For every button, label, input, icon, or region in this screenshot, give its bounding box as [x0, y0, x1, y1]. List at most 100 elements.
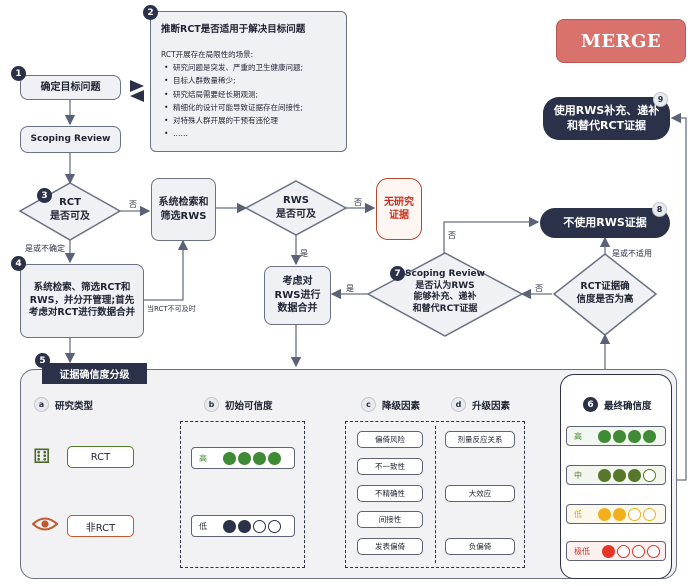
step-9-badge: 9 [653, 92, 668, 107]
use-rws-label: 使用RWS补充、递补和替代RCT证据 [553, 103, 660, 132]
negative-bias-box: 负偏倚 [445, 538, 515, 555]
initial-low-label: 低 [199, 521, 207, 531]
rct-applicability-title: 推断RCT是否适用于解决目标问题 [161, 24, 306, 35]
step-9-number: 9 [657, 95, 664, 104]
scoping-review-label: Scoping Review [30, 134, 111, 145]
initial-high-label: 高 [199, 453, 207, 463]
filled-circle-icon [598, 468, 611, 482]
publication-bias-box: 发表偏倚 [357, 538, 423, 555]
rct-certainty-question: RCT证据确 信度是否为高 [565, 281, 645, 307]
edge-label-rct-no: 否 [129, 200, 137, 209]
upgrade-heading: d 升级因素 [451, 397, 510, 412]
imprecision-label: 不精确性 [375, 489, 405, 498]
final-certainty-heading: 6 最终确信度 [583, 397, 652, 412]
step-8-number: 8 [656, 205, 663, 214]
final-moderate-rating: 中 [566, 465, 666, 485]
empty-circle-icon [632, 544, 645, 558]
risk-of-bias-box: 偏倚风险 [357, 431, 423, 448]
dose-response-label: 剂量反应关系 [457, 435, 503, 444]
rct-certainty-line1: RCT证据确 [580, 281, 630, 292]
indirectness-box: 间接性 [357, 511, 423, 528]
rct-certainty-line2: 信度是否为高 [576, 293, 634, 305]
rws-complement-question: Scoping Review 是否认为RWS 能够补充、递补 和替代RCT证据 [398, 269, 492, 316]
rws-accessible-line1: RWS [283, 195, 309, 206]
step-2-badge: 2 [143, 5, 158, 20]
non-rct-type-box: 非RCT [67, 515, 134, 537]
eye-icon [32, 517, 58, 531]
empty-circle-icon [643, 468, 656, 482]
rws-complement-line1: Scoping Review [405, 269, 485, 279]
list-item: …… [164, 127, 338, 141]
initial-confidence-heading: b 初始可信度 [204, 397, 273, 412]
rct-type-label: RCT [90, 451, 111, 463]
rct-accessible-line2: 是否可及 [50, 210, 90, 222]
rct-type-box: RCT [67, 446, 134, 468]
filled-circle-icon [268, 451, 281, 465]
filled-circle-icon [238, 451, 251, 465]
search-screen-rws-box: 系统检索和筛选RWS [151, 178, 216, 241]
edge-label-rws-yes: 是 [300, 249, 308, 258]
downgrade-heading: c 降级因素 [361, 397, 420, 412]
edge-label-s7-no: 否 [448, 231, 456, 240]
edge-label-unsuitable: 是或不适用 [612, 249, 652, 258]
rws-complement-line2: 是否认为RWS [415, 280, 475, 291]
filled-circle-icon [238, 519, 251, 533]
search-screen-manage-box: 系统检索、筛选RCT和RWS，并分开管理;首先考虑对RCT进行数据合并 [20, 264, 144, 338]
grading-title-tag: 证据确信度分级 [42, 363, 147, 384]
list-item: 精细化的设计可能导致证据存在间接性; [164, 101, 338, 115]
downgrade-title: 降级因素 [382, 400, 421, 412]
rct-accessible-line1: RCT [59, 197, 81, 208]
negative-bias-label: 负偏倚 [468, 542, 492, 551]
filled-circle-icon [643, 429, 656, 443]
initial-confidence-frame [180, 421, 305, 568]
study-type-title: 研究类型 [55, 400, 94, 412]
final-high-label: 高 [574, 431, 582, 441]
filled-circle-icon [613, 429, 626, 443]
rct-limitations-list: 研究问题是突发、严重的卫生健康问题; 目标人群数量稀少; 研究结局需要经长期观测… [161, 61, 338, 141]
no-evidence-label: 无研究证据 [384, 196, 414, 222]
list-item: 对特殊人群开展的干预有违伦理 [164, 114, 338, 128]
step-4-badge: 4 [11, 256, 26, 271]
edge-label-rct-unavailable: 当RCT不可及时 [147, 305, 196, 313]
rct-applicability-panel: 推断RCT是否适用于解决目标问题 RCT开展存在局限性的场景: 研究问题是突发、… [150, 11, 347, 152]
final-high-rating: 高 [566, 426, 666, 446]
consider-rws-merge-label: 考虑对RWS进行数据合并 [274, 276, 321, 315]
study-type-heading: a 研究类型 [34, 397, 93, 412]
step-2-number: 2 [147, 7, 154, 18]
define-target-question-label: 确定目标问题 [40, 81, 101, 93]
step-8-badge: 8 [652, 202, 667, 217]
empty-circle-icon [268, 519, 281, 533]
inconsistency-label: 不一致性 [375, 462, 405, 471]
section-c-badge: c [361, 397, 376, 412]
rct-limitations-subtitle: RCT开展存在局限性的场景: [161, 50, 254, 59]
empty-circle-icon [253, 519, 266, 533]
filled-circle-icon [628, 468, 641, 482]
filled-circle-icon [598, 429, 611, 443]
initial-low-rating: 低 [191, 515, 295, 537]
section-d-badge: d [451, 397, 466, 412]
empty-circle-icon [647, 544, 660, 558]
indirectness-label: 间接性 [378, 515, 402, 524]
use-rws-box: 使用RWS补充、递补和替代RCT证据 [543, 97, 670, 140]
empty-circle-icon [628, 507, 641, 521]
define-target-question-box: 确定目标问题 [20, 75, 121, 100]
filled-circle-icon [223, 519, 236, 533]
edge-label-s7-yes: 是 [346, 284, 354, 293]
empty-circle-icon [617, 544, 630, 558]
risk-of-bias-label: 偏倚风险 [375, 435, 405, 444]
initial-high-rating: 高 [191, 447, 295, 469]
edge-label-rct-no-2: 否 [535, 284, 543, 293]
merge-label: MERGE [580, 30, 662, 52]
final-low-label: 低 [574, 509, 582, 519]
grading-title: 证据确信度分级 [59, 370, 130, 381]
rct-accessible-question: RCT 是否可及 [30, 196, 110, 223]
step-3-number: 3 [41, 190, 48, 201]
filled-circle-icon [613, 507, 626, 521]
step-5-number: 5 [39, 355, 46, 366]
final-low-rating: 低 [566, 504, 666, 524]
final-very-low-rating: 极低 [566, 541, 666, 561]
step-4-number: 4 [15, 258, 22, 269]
list-item: 目标人群数量稀少; [164, 74, 338, 88]
rws-accessible-line2: 是否可及 [276, 208, 316, 220]
final-very-low-label: 极低 [574, 546, 590, 556]
